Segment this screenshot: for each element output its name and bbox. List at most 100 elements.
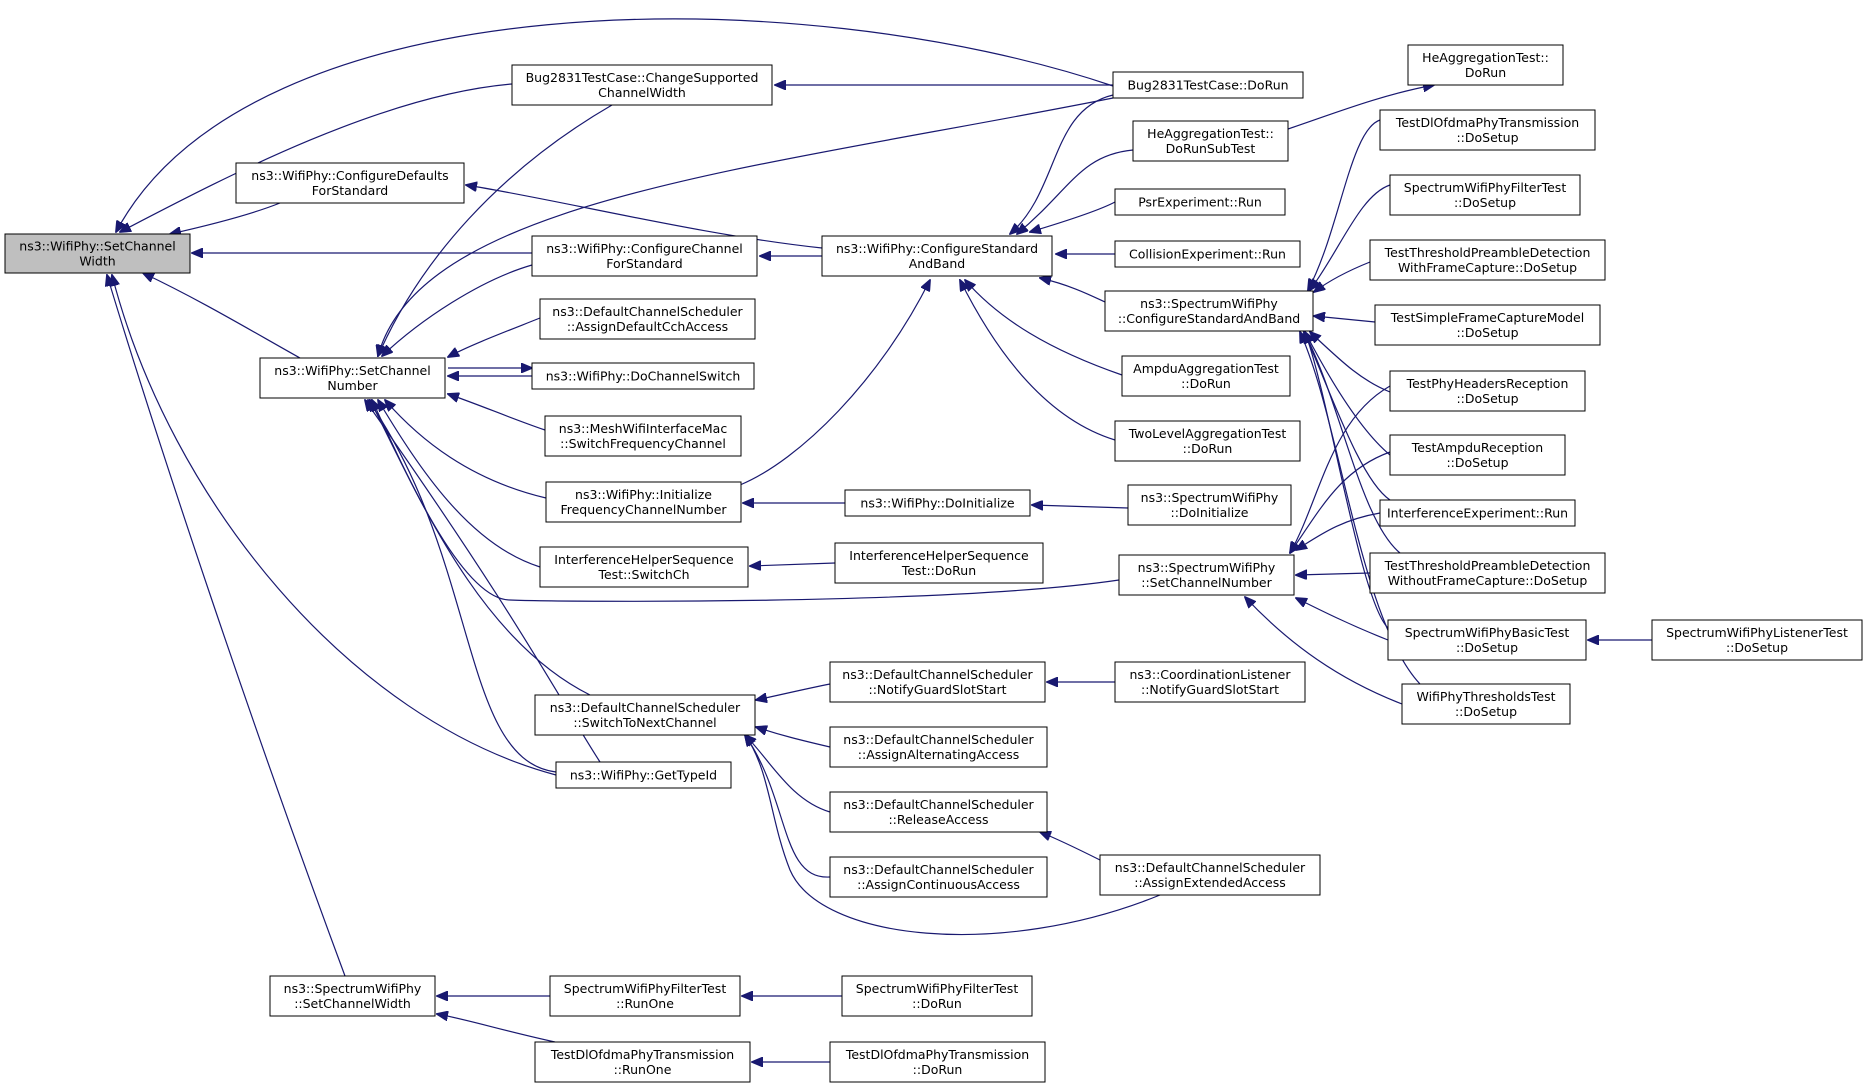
- node-box: [1112, 71, 1304, 99]
- node-threshWithout[interactable]: TestThresholdPreambleDetectionWithoutFra…: [1369, 552, 1606, 594]
- node-configStdBand[interactable]: ns3::WifiPhy::ConfigureStandardAndBand: [821, 235, 1053, 277]
- node-doInit[interactable]: ns3::WifiPhy::DoInitialize: [844, 489, 1031, 517]
- node-initFreq[interactable]: ns3::WifiPhy::InitializeFrequencyChannel…: [545, 481, 742, 523]
- edge-configChannel-to-setChannelNumber: [382, 264, 533, 356]
- edge-psrRun-to-configStdBand: [1030, 201, 1116, 232]
- node-label: SpectrumWifiPhyFilterTest: [1404, 180, 1567, 195]
- node-assignCont[interactable]: ns3::DefaultChannelScheduler::AssignCont…: [829, 856, 1048, 898]
- node-configChannel[interactable]: ns3::WifiPhy::ConfigureChannelForStandar…: [531, 235, 758, 277]
- node-label: ::DoRun: [912, 996, 962, 1011]
- node-dlOfdmaSetup[interactable]: TestDlOfdmaPhyTransmission::DoSetup: [1379, 109, 1596, 151]
- node-setChannelWidth[interactable]: ns3::WifiPhy::SetChannelWidth: [4, 233, 191, 274]
- node-label: ::DoRun: [1181, 376, 1231, 391]
- node-label: ns3::WifiPhy::ConfigureDefaults: [251, 168, 448, 183]
- node-label: InterferenceHelperSequence: [849, 548, 1029, 563]
- node-box: [1127, 484, 1292, 526]
- node-meshSwitch[interactable]: ns3::MeshWifiInterfaceMac::SwitchFrequen…: [544, 415, 742, 457]
- node-label: ns3::DefaultChannelScheduler: [552, 304, 743, 319]
- node-bugChange[interactable]: Bug2831TestCase::ChangeSupportedChannelW…: [511, 64, 773, 106]
- node-assignAlt[interactable]: ns3::DefaultChannelScheduler::AssignAlte…: [829, 726, 1048, 768]
- node-box: [555, 761, 732, 789]
- edge-initFreq-to-setChannelNumber: [385, 400, 547, 499]
- node-listenerSetup[interactable]: SpectrumWifiPhyListenerTest::DoSetup: [1651, 619, 1863, 661]
- edge-threshWithout-to-specSetChanNum: [1296, 573, 1371, 575]
- node-box: [235, 162, 465, 204]
- node-coordNotify[interactable]: ns3::CoordinationListener::NotifyGuardSl…: [1114, 661, 1306, 703]
- node-setChannelNumber[interactable]: ns3::WifiPhy::SetChannelNumber: [259, 357, 446, 399]
- node-box: [1379, 499, 1576, 527]
- node-assignExt[interactable]: ns3::DefaultChannelScheduler::AssignExte…: [1099, 854, 1321, 896]
- node-box: [1114, 188, 1286, 216]
- node-label: ::NotifyGuardSlotStart: [869, 682, 1007, 697]
- node-label: InterferenceExperiment::Run: [1387, 506, 1568, 521]
- node-simpleCapture[interactable]: TestSimpleFrameCaptureModel::DoSetup: [1374, 304, 1601, 346]
- node-label: FrequencyChannelNumber: [560, 502, 727, 517]
- node-label: TwoLevelAggregationTest: [1128, 426, 1287, 441]
- node-box: [829, 791, 1048, 833]
- edge-ampduRx-to-specSetChanNum: [1290, 451, 1391, 553]
- node-dlOfdmaDoRun[interactable]: TestDlOfdmaPhyTransmission::DoRun: [829, 1041, 1046, 1083]
- node-heAggSub[interactable]: HeAggregationTest::DoRunSubTest: [1132, 120, 1289, 162]
- node-label: ChannelWidth: [598, 85, 686, 100]
- node-notifyGuard[interactable]: ns3::DefaultChannelScheduler::NotifyGuar…: [829, 661, 1046, 703]
- node-specDoInit[interactable]: ns3::SpectrumWifiPhy::DoInitialize: [1127, 484, 1292, 526]
- node-label: ns3::WifiPhy::SetChannel: [19, 239, 175, 254]
- node-label: ::RunOne: [616, 996, 674, 1011]
- node-label: ns3::SpectrumWifiPhy: [284, 981, 422, 996]
- node-specSetChanNum[interactable]: ns3::SpectrumWifiPhy::SetChannelNumber: [1118, 554, 1295, 596]
- node-ampduAggRun[interactable]: AmpduAggregationTest::DoRun: [1121, 355, 1291, 397]
- edge-ampduAggRun-to-configStdBand: [965, 280, 1123, 376]
- node-box: [531, 235, 758, 277]
- node-specFiltDoRun[interactable]: SpectrumWifiPhyFilterTest::DoRun: [841, 975, 1033, 1017]
- edge-getTypeId-to-setChannelWidth: [112, 275, 557, 776]
- nodes: ns3::WifiPhy::SetChannelWidth Bug2831Test…: [4, 44, 1863, 1083]
- node-interfRun[interactable]: InterferenceExperiment::Run: [1379, 499, 1576, 527]
- node-twoLevelRun[interactable]: TwoLevelAggregationTest::DoRun: [1114, 420, 1301, 462]
- node-bugDoRun[interactable]: Bug2831TestCase::DoRun: [1112, 71, 1304, 99]
- node-label: Bug2831TestCase::DoRun: [1127, 78, 1288, 93]
- node-box: [1651, 619, 1863, 661]
- node-collRun[interactable]: CollisionExperiment::Run: [1114, 240, 1301, 268]
- node-thresholdsSetup[interactable]: WifiPhyThresholdsTest::DoSetup: [1401, 683, 1571, 725]
- node-threshWith[interactable]: TestThresholdPreambleDetectionWithFrameC…: [1369, 239, 1606, 281]
- node-specFiltRunOne[interactable]: SpectrumWifiPhyFilterTest::RunOne: [549, 975, 741, 1017]
- node-specSetChanWidth[interactable]: ns3::SpectrumWifiPhy::SetChannelWidth: [269, 975, 436, 1017]
- node-filtSetup[interactable]: SpectrumWifiPhyFilterTest::DoSetup: [1389, 174, 1581, 216]
- edge-bugDoRun-to-setChannelNumber: [378, 97, 1114, 356]
- node-label: ::DoSetup: [1456, 640, 1518, 655]
- node-label: ns3::DefaultChannelScheduler: [843, 797, 1034, 812]
- node-ampduRx[interactable]: TestAmpduReception::DoSetup: [1389, 434, 1566, 476]
- node-doChanSwitch[interactable]: ns3::WifiPhy::DoChannelSwitch: [531, 362, 755, 390]
- node-box: [1114, 420, 1301, 462]
- node-getTypeId[interactable]: ns3::WifiPhy::GetTypeId: [555, 761, 732, 789]
- edge-bugDoRun-to-configStdBand: [1010, 94, 1114, 234]
- node-box: [841, 975, 1033, 1017]
- node-label: WithFrameCapture::DoSetup: [1398, 260, 1577, 275]
- node-switchNext[interactable]: ns3::DefaultChannelScheduler::SwitchToNe…: [534, 694, 756, 736]
- node-dlOfdmaRunOne[interactable]: TestDlOfdmaPhyTransmission::RunOne: [534, 1041, 751, 1083]
- node-label: ::SetChannelNumber: [1141, 575, 1272, 590]
- node-label: Test::SwitchCh: [597, 567, 689, 582]
- node-label: ns3::DefaultChannelScheduler: [550, 700, 741, 715]
- node-label: CollisionExperiment::Run: [1129, 247, 1286, 262]
- node-label: ns3::CoordinationListener: [1130, 667, 1292, 682]
- node-releaseAccess[interactable]: ns3::DefaultChannelScheduler::ReleaseAcc…: [829, 791, 1048, 833]
- node-headersRx[interactable]: TestPhyHeadersReception::DoSetup: [1389, 370, 1586, 412]
- node-box: [1407, 44, 1564, 86]
- node-psrRun[interactable]: PsrExperiment::Run: [1114, 188, 1286, 216]
- node-label: ::DoSetup: [1454, 195, 1516, 210]
- node-specConfigStd[interactable]: ns3::SpectrumWifiPhy::ConfigureStandardA…: [1104, 290, 1314, 332]
- node-heAggDoRun[interactable]: HeAggregationTest::DoRun: [1407, 44, 1564, 86]
- node-basicSetup[interactable]: SpectrumWifiPhyBasicTest::DoSetup: [1387, 619, 1587, 661]
- node-assignCch[interactable]: ns3::DefaultChannelScheduler::AssignDefa…: [539, 298, 756, 340]
- edge-filtSetup-to-specConfigStd: [1310, 184, 1391, 290]
- node-configDefaults[interactable]: ns3::WifiPhy::ConfigureDefaultsForStanda…: [235, 162, 465, 204]
- node-label: ns3::WifiPhy::GetTypeId: [570, 768, 717, 783]
- node-label: ::DoRun: [913, 1062, 963, 1077]
- edge-meshSwitch-to-setChannelNumber: [448, 394, 546, 431]
- node-label: ns3::WifiPhy::ConfigureChannel: [546, 241, 743, 256]
- node-label: ns3::WifiPhy::SetChannel: [274, 363, 430, 378]
- node-label: ForStandard: [312, 183, 388, 198]
